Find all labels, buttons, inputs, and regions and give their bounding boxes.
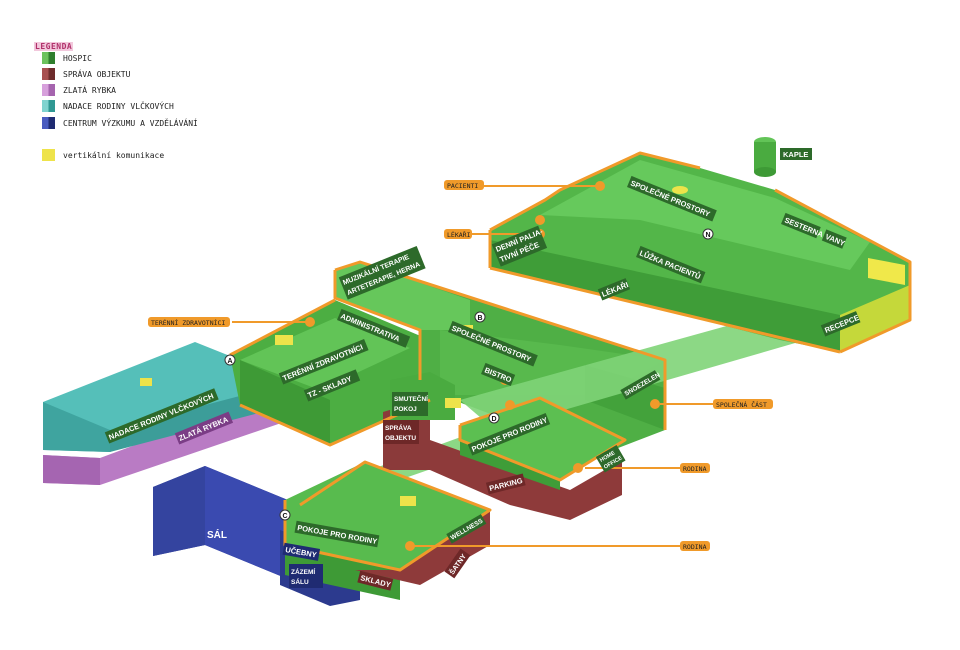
marker-c: C: [282, 513, 287, 520]
callout-rodina-2: RODINA: [683, 543, 707, 551]
legend-item-sprava: SPRÁVA OBJEKTU: [42, 68, 130, 80]
callout-rodina-1: RODINA: [683, 465, 707, 473]
callout-terenni: TERÉNNÍ ZDRAVOTNÍCI: [151, 318, 225, 327]
legend-item-zlata: ZLATÁ RYBKA: [42, 84, 116, 96]
room-sal: SÁL: [207, 528, 227, 541]
legend-label: CENTRUM VÝZKUMU A VZDĚLÁVÁNÍ: [63, 118, 198, 128]
legend-swatch: [42, 84, 55, 96]
room-kaple: KAPLE: [783, 150, 808, 159]
callout-lekari: LÉKAŘI: [447, 230, 471, 239]
family-block-1: [430, 398, 625, 520]
legend-item-centrum: CENTRUM VÝZKUMU A VZDĚLÁVÁNÍ: [42, 117, 198, 129]
callout-spolecna: SPOLEČNÁ ČÁST: [716, 400, 767, 409]
marker-a: A: [227, 358, 232, 365]
legend-item-vertical: vertikální komunikace: [42, 149, 164, 161]
marker-d: D: [491, 416, 496, 423]
legend-swatch: [42, 117, 55, 129]
room-smutecni-2: POKOJ: [394, 406, 417, 413]
room-zazemi-1: ZÁZEMÍ: [291, 567, 315, 576]
marker-n: N: [705, 232, 710, 239]
legend-item-hospic: HOSPIC: [42, 52, 92, 64]
marker-b: B: [477, 315, 482, 322]
room-sprava-1: SPRÁVA: [385, 423, 412, 432]
legend-label: ZLATÁ RYBKA: [63, 85, 116, 95]
legend-swatch: [42, 68, 55, 80]
legend-swatch: [42, 100, 55, 112]
legend-label: HOSPIC: [63, 53, 92, 63]
west-wing: [43, 342, 305, 485]
markers: [224, 228, 714, 521]
legend-swatch: [42, 149, 55, 161]
room-sprava-2: OBJEKTU: [385, 435, 416, 442]
legend-label: NADACE RODINY VLČKOVÝCH: [63, 101, 174, 111]
room-zazemi-2: SÁLU: [291, 577, 309, 586]
legend-title: LEGENDA: [34, 42, 74, 51]
legend-swatch: [42, 52, 55, 64]
callout-pacienti: PACIENTI: [447, 182, 478, 190]
outline-strokes: [229, 151, 912, 572]
legend-item-nadace: NADACE RODINY VLČKOVÝCH: [42, 100, 174, 112]
legend-label: SPRÁVA OBJEKTU: [63, 69, 131, 79]
room-smutecni-1: SMUTEČNÍ: [394, 394, 428, 403]
legend-label: vertikální komunikace: [63, 150, 165, 160]
callout-leaders: [232, 185, 715, 547]
legend: LEGENDA: [34, 36, 74, 54]
